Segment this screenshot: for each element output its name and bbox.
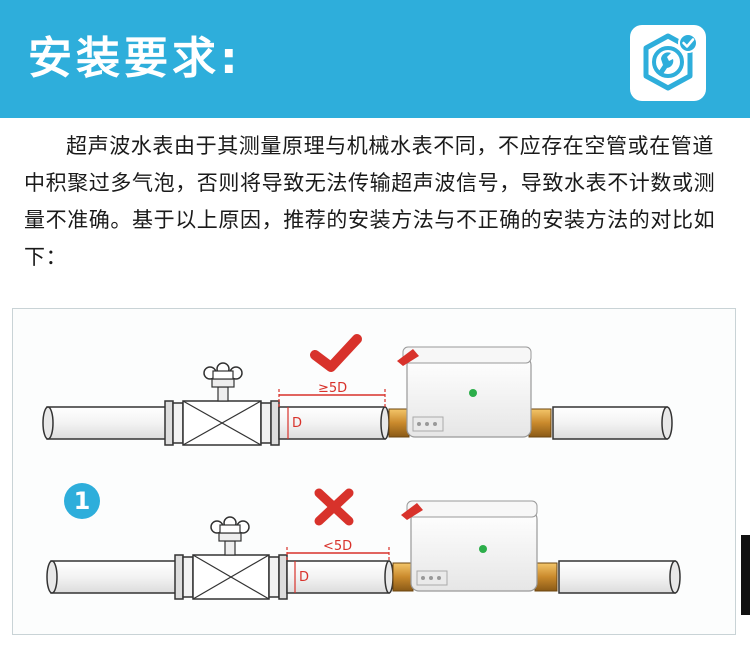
check-icon bbox=[310, 334, 362, 372]
header-banner: 安装要求: bbox=[0, 0, 750, 118]
cross-icon bbox=[314, 488, 354, 526]
installation-diagram-svg: ≥5D D bbox=[42, 334, 681, 600]
ultrasonic-water-meter bbox=[397, 346, 532, 438]
installation-diagram: ≥5D D bbox=[12, 308, 736, 635]
pipe-diameter-label-incorrect: D bbox=[299, 570, 309, 585]
valve-handwheel bbox=[203, 362, 243, 380]
distance-label-incorrect: <5D bbox=[323, 539, 352, 554]
incorrect-installation: <5D D bbox=[46, 488, 681, 600]
page-title: 安装要求: bbox=[28, 33, 242, 84]
valve-handwheel bbox=[210, 516, 250, 534]
ultrasonic-water-meter bbox=[401, 500, 538, 592]
pipe-segment bbox=[50, 560, 178, 594]
edge-marker bbox=[741, 535, 750, 615]
pipe-diameter-label-correct: D bbox=[292, 416, 302, 431]
step-number-badge: 1 bbox=[64, 483, 100, 519]
distance-label-correct: ≥5D bbox=[318, 381, 347, 396]
description-paragraph: 超声波水表由于其测量原理与机械水表不同，不应存在空管或在管道中积聚过多气泡，否则… bbox=[24, 134, 716, 269]
wrench-gear-check-icon bbox=[643, 33, 698, 91]
install-icon-badge bbox=[630, 25, 706, 101]
brass-fitting bbox=[392, 562, 414, 592]
pipe-segment bbox=[46, 406, 168, 440]
brass-fitting bbox=[388, 408, 410, 438]
installation-description: 超声波水表由于其测量原理与机械水表不同，不应存在空管或在管道中积聚过多气泡，否则… bbox=[24, 128, 724, 276]
correct-installation: ≥5D D bbox=[42, 334, 673, 446]
